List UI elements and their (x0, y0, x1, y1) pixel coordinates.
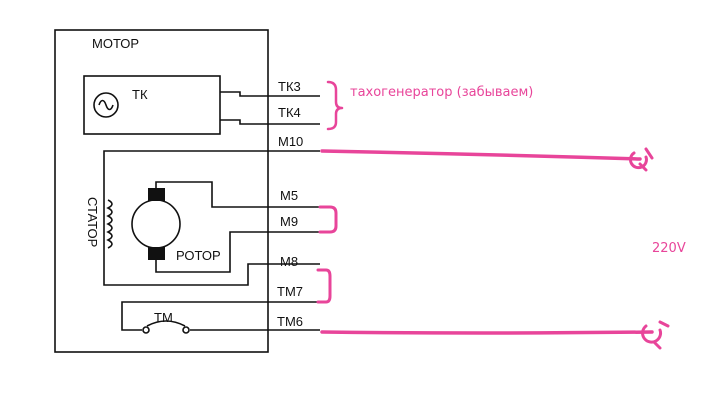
tacho-bracket (326, 80, 344, 131)
thermal-contact-arc (146, 320, 186, 327)
thermal-switch: ТМ (121, 301, 320, 334)
rotor-brush-top (148, 188, 165, 201)
terminal-label-tk4: ТК4 (278, 105, 301, 120)
thermal-contact-right (182, 326, 190, 334)
tm6-plug-icon (641, 320, 670, 350)
thermal-contact-left (142, 326, 150, 334)
m5-m9-jumper-bracket (318, 205, 338, 234)
stator-wire (103, 150, 320, 286)
tk4-wire (220, 119, 320, 125)
terminal-label-tk3: ТК3 (278, 79, 301, 94)
terminal-label-tm6: ТМ6 (277, 314, 303, 329)
motor-title: МОТОР (92, 36, 139, 51)
rotor-armature-icon (131, 199, 181, 249)
tachogenerator: ТК (83, 75, 221, 135)
stator-winding-icon (106, 199, 113, 249)
m10-plug-icon (629, 147, 654, 172)
terminal-label-m5: М5 (280, 188, 298, 203)
m5-wire (155, 181, 320, 208)
sine-wave-icon (98, 99, 114, 111)
tachogenerator-frame (83, 75, 221, 135)
terminal-label-m10: М10 (278, 134, 303, 149)
m9-wire (155, 231, 320, 273)
terminal-label-tm7: ТМ7 (277, 284, 303, 299)
tm7-wire (121, 301, 320, 331)
stator-label: СТАТОР (85, 197, 100, 247)
rotor: РОТОР (131, 188, 221, 263)
tachogenerator-ac-icon (93, 92, 119, 118)
terminal-label-m9: М9 (280, 214, 298, 229)
motor-housing (54, 29, 269, 353)
tm6-supply-line (320, 330, 654, 335)
rotor-label: РОТОР (176, 248, 221, 263)
tacho-note: тахогенератор (забываем) (350, 85, 533, 100)
terminal-label-m8: М8 (280, 254, 298, 269)
tk3-wire (220, 91, 320, 97)
thermal-switch-label: ТМ (154, 310, 173, 325)
m10-supply-line (320, 149, 642, 161)
rotor-brush-bottom (148, 247, 165, 260)
m8-tm7-jumper-bracket (316, 268, 332, 304)
tachogenerator-label: ТК (132, 87, 148, 102)
voltage-label: 220V (652, 241, 686, 256)
annotation-layer: тахогенератор (забываем) 220V (316, 80, 686, 350)
